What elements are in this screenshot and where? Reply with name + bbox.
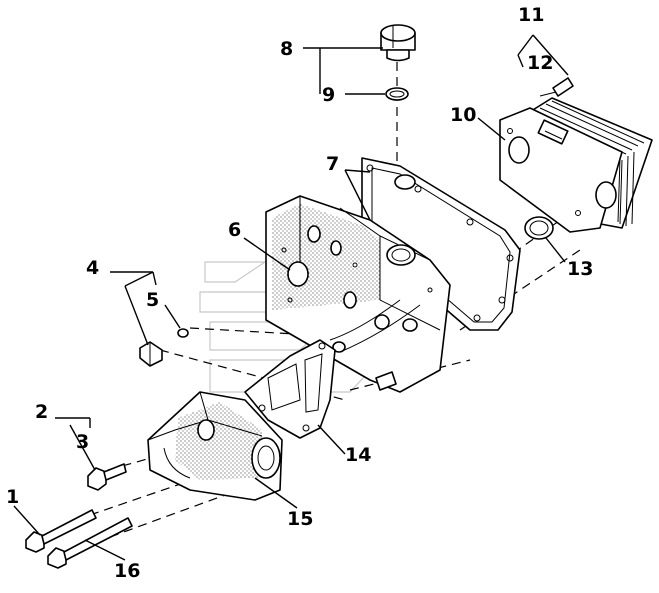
screw-part-12 [539, 77, 574, 97]
callout-12: 12 [527, 52, 553, 74]
callout-9: 9 [322, 84, 335, 106]
seal-ring-part [524, 216, 554, 240]
bolt-part-16 [47, 517, 133, 569]
callout-1: 1 [6, 486, 19, 508]
housing-part [265, 195, 451, 393]
callout-10: 10 [450, 104, 476, 126]
drain-plug-part [139, 328, 189, 367]
callout-8: 8 [280, 38, 293, 60]
callout-labels: 1 2 3 4 5 6 7 8 9 10 11 12 13 14 15 16 [6, 4, 593, 582]
filter-head-part [147, 391, 283, 501]
leader-lines [13, 34, 569, 561]
plug-part [380, 24, 416, 62]
callout-4: 4 [86, 257, 99, 279]
callout-14: 14 [345, 444, 371, 466]
callout-7: 7 [326, 153, 339, 175]
callout-11: 11 [518, 4, 544, 26]
oil-cooler-part [499, 97, 653, 233]
bolt-part-1 [25, 509, 97, 553]
gasket-part-14 [244, 339, 336, 439]
callout-2: 2 [35, 401, 48, 423]
callout-16: 16 [114, 560, 140, 582]
callout-15: 15 [287, 508, 313, 530]
bolt-part-3 [87, 463, 127, 491]
callout-3: 3 [76, 431, 89, 453]
o-ring-part [385, 87, 409, 101]
o-ring-inner [389, 90, 405, 98]
callout-5: 5 [146, 289, 159, 311]
callout-13: 13 [567, 258, 593, 280]
callout-6: 6 [228, 219, 241, 241]
